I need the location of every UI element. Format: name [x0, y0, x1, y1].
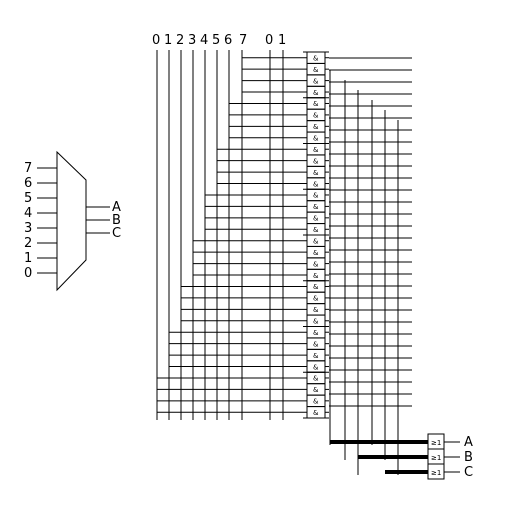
output-gates: ≥1 ≥1 ≥1 [427, 433, 445, 480]
and-gate-symbol: & [313, 386, 319, 394]
and-gate-symbol: & [313, 180, 319, 188]
and-gate-symbol: & [313, 226, 319, 234]
or-gate-symbol: ≥1 [431, 454, 441, 462]
and-gate-symbol: & [313, 100, 319, 108]
circuit-output-label-a: A [464, 435, 473, 450]
and-gate-symbol: & [313, 352, 319, 360]
encoder-symbol: 7 6 5 4 3 2 1 0 A B C [24, 150, 121, 292]
and-gate-symbol: & [313, 340, 319, 348]
circuit-output-labels: A B C [444, 435, 473, 480]
circuit-output-label-c: C [464, 465, 473, 480]
encoder-input-label-4: 4 [24, 206, 32, 221]
data-bus-label-5: 5 [212, 33, 220, 48]
wiring [156, 50, 428, 475]
select-bus-label-0: 0 [265, 33, 273, 48]
and-gate-symbol: & [313, 112, 319, 120]
encoder-output-label-c: C [112, 226, 121, 241]
and-gate-symbol: & [313, 123, 319, 131]
encoder-input-label-1: 1 [24, 251, 32, 266]
and-gate-symbol: & [313, 192, 319, 200]
and-gate-symbol: & [313, 329, 319, 337]
and-gate-symbol: & [313, 89, 319, 97]
and-gate-symbol: & [313, 249, 319, 257]
and-gate-symbol: & [313, 215, 319, 223]
data-bus-label-3: 3 [188, 33, 196, 48]
and-gate-symbol: & [313, 169, 319, 177]
data-bus-label-4: 4 [200, 33, 208, 48]
encoder-input-label-0: 0 [24, 266, 32, 281]
and-gate-symbol: & [313, 306, 319, 314]
and-gate-symbol: & [313, 135, 319, 143]
data-bus-label-2: 2 [176, 33, 184, 48]
and-gate-symbol: & [313, 409, 319, 417]
and-gate-symbol: & [313, 375, 319, 383]
and-gate-column: & & & & & & & & & & & & & & & & & & & & & & & & & & & & & & & & [306, 51, 326, 419]
encoder-input-label-5: 5 [24, 191, 32, 206]
and-gate-symbol: & [313, 363, 319, 371]
encoder-input-label-3: 3 [24, 221, 32, 236]
and-gate-symbol: & [313, 260, 319, 268]
and-gate-symbol: & [313, 398, 319, 406]
encoder-input-label-7: 7 [24, 161, 32, 176]
and-gate-symbol: & [313, 203, 319, 211]
encoder-input-label-6: 6 [24, 176, 32, 191]
and-gate-symbol: & [313, 272, 319, 280]
and-gate-symbol: & [313, 237, 319, 245]
select-bus-label-1: 1 [278, 33, 286, 48]
encoder-input-lines [37, 167, 57, 274]
data-bus-label-0: 0 [152, 33, 160, 48]
and-gate-symbol: & [313, 157, 319, 165]
or-gate-symbol: ≥1 [431, 439, 441, 447]
encoder-output-lines [86, 206, 110, 234]
data-bus-label-6: 6 [224, 33, 232, 48]
and-gate-symbol: & [313, 77, 319, 85]
encoder-output-label-b: B [112, 213, 121, 228]
encoder-trapezoid [56, 150, 87, 292]
data-bus-label-7: 7 [239, 33, 247, 48]
and-gate-symbol: & [313, 283, 319, 291]
and-gate-symbol: & [313, 54, 319, 62]
bus-labels: 0 1 2 3 4 5 6 7 0 1 [152, 33, 286, 48]
encoder-input-label-2: 2 [24, 236, 32, 251]
circuit-output-label-b: B [464, 450, 473, 465]
and-gate-symbol: & [313, 295, 319, 303]
encoder-output-label-a: A [112, 200, 121, 215]
and-gate-symbol: & [313, 318, 319, 326]
or-gate-symbol: ≥1 [431, 469, 441, 477]
and-gate-symbol: & [313, 66, 319, 74]
and-gate [306, 406, 326, 419]
and-gate-symbol: & [313, 146, 319, 154]
data-bus-label-1: 1 [164, 33, 172, 48]
